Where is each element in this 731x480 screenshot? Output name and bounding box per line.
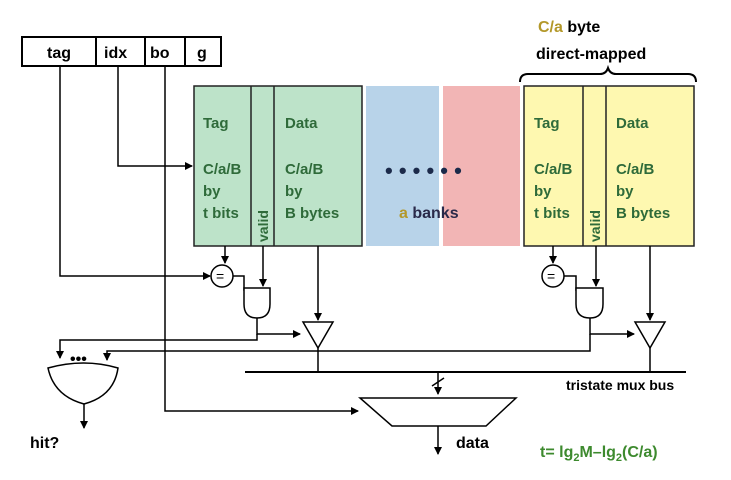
and-gate-right — [575, 287, 604, 319]
address-register: tag idx bo g — [21, 36, 222, 67]
bank-right-data-size-3: B bytes — [616, 205, 670, 222]
tag-field: tag — [47, 45, 71, 62]
bank-left-data-title: Data — [285, 115, 318, 132]
bank-header: C/a byte direct-mapped — [519, 19, 697, 83]
bank-blue — [366, 86, 439, 246]
bank-left-logic: = — [56, 246, 335, 372]
data-output-label: data — [456, 435, 489, 452]
bank-left-data-size-2: by — [285, 183, 303, 200]
svg-text:C/a byte: C/a byte — [538, 19, 600, 36]
bank-right-tag-title: Tag — [534, 115, 560, 132]
bank-right-tag-size-2: by — [534, 183, 552, 200]
banks-count-accent: a — [399, 205, 408, 222]
bank-right-data-size-1: C/a/B — [616, 161, 655, 178]
svg-text:=: = — [216, 268, 224, 284]
or-gate-hit — [47, 362, 119, 405]
bank-ellipsis: • • • • • • — [385, 158, 462, 183]
bank-left: Tag C/a/B by t bits Data C/a/B by B byte… — [193, 85, 363, 247]
svg-text:a banks: a banks — [399, 205, 459, 222]
tristate-bus-label: tristate mux bus — [566, 377, 674, 393]
bank-right: Tag C/a/B by t bits Data C/a/B by B byte… — [523, 85, 695, 247]
bank-right-valid-label: valid — [587, 210, 603, 242]
bank-left-tag-size-1: C/a/B — [203, 161, 242, 178]
banks-label: banks — [408, 205, 459, 222]
bank-left-tag-size-3: t bits — [203, 205, 239, 222]
tristate-right — [633, 321, 667, 350]
g-field: g — [197, 45, 207, 62]
bank-right-tag-size-3: t bits — [534, 205, 570, 222]
bank-left-tag-size-2: by — [203, 183, 221, 200]
svg-text:=: = — [547, 268, 555, 284]
bank-pink — [443, 86, 520, 246]
bank-left-data-size-3: B bytes — [285, 205, 339, 222]
bank-left-valid-label: valid — [255, 210, 271, 242]
output-mux — [358, 397, 518, 427]
bus-to-mux — [431, 372, 445, 395]
hit-label: hit? — [30, 435, 59, 452]
idx-field: idx — [104, 45, 127, 62]
bank-right-logic: = — [103, 246, 667, 372]
direct-mapped-label: direct-mapped — [536, 46, 646, 63]
bo-field: bo — [150, 45, 170, 62]
bank-size-accent: C/a — [538, 19, 563, 36]
bank-left-tag-title: Tag — [203, 115, 229, 132]
address-wires — [59, 66, 359, 415]
tristate-left — [301, 321, 335, 350]
or-input-ellipsis: ••• — [70, 351, 87, 368]
bank-right-data-title: Data — [616, 115, 649, 132]
bank-left-data-size-1: C/a/B — [285, 161, 324, 178]
bank-right-tag-size-1: C/a/B — [534, 161, 573, 178]
bank-right-data-size-2: by — [616, 183, 634, 200]
bank-size-suffix: byte — [563, 19, 600, 36]
and-gate-left — [243, 287, 271, 319]
tag-bits-formula: t= lg2M–lg2(C/a) — [540, 444, 658, 464]
